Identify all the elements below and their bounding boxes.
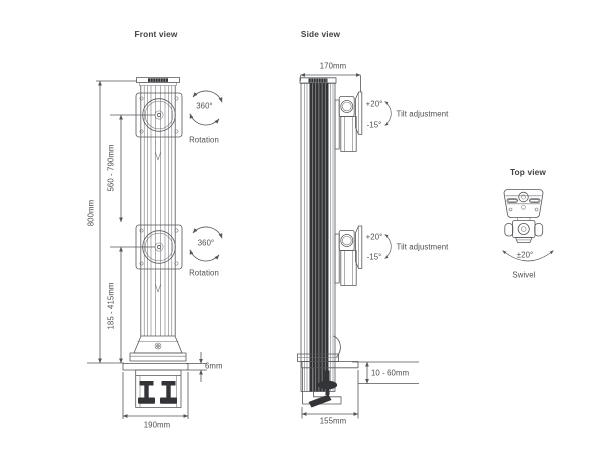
front-view-title: Front view [134,28,178,39]
dim-190mm-label: 190mm [143,420,171,429]
rotation-degrees-lower-label: 360° [197,238,215,248]
front-desk-clamp [135,369,182,408]
dim-560-790mm-label: 560 - 790mm [106,144,115,192]
swivel-arc [502,250,554,262]
top-view-title: Top view [509,167,547,177]
tilt-adjustment-caption-lower: Tilt adjustment [396,242,449,251]
tilt-up-lower-label: +20° [365,232,383,241]
dim-155mm-label: 155mm [319,416,347,425]
tilt-arc-upper [384,101,392,126]
tilt-arc-lower [384,234,392,259]
tilt-up-upper-label: +20° [365,99,383,108]
rotation-caption-lower: Rotation [189,268,219,277]
side-width-dimension [300,73,361,92]
front-view-drawing [87,77,223,419]
side-bracket-lower [334,225,363,286]
dim-10-60mm-label: 10 - 60mm [371,368,410,377]
tilt-down-lower-label: -15° [366,252,382,261]
dim-800mm-label: 800mm [86,199,96,227]
swivel-caption: Swivel [512,270,536,279]
rotation-arrows-upper [189,90,223,126]
front-dimension-lines [87,80,207,419]
front-base [122,335,189,371]
side-view-drawing [297,73,419,419]
side-desk-clamp [301,361,359,408]
top-view-drawing [502,189,554,262]
dim-6mm-label: 6mm [205,361,223,370]
rotation-arrows-lower [189,226,223,262]
rotation-degrees-upper-label: 360° [196,101,213,110]
swivel-degrees-label: ±20° [516,250,534,260]
side-bracket-upper [334,91,363,152]
tilt-adjustment-caption-upper: Tilt adjustment [396,109,449,118]
tilt-down-upper-label: -15° [366,120,382,129]
dim-170mm-label: 170mm [319,61,347,70]
side-view-title: Side view [300,28,341,39]
side-dimension-lines [301,361,419,419]
dim-185-415mm-label: 185 - 415mm [106,282,115,330]
rotation-caption-upper: Rotation [189,135,219,144]
